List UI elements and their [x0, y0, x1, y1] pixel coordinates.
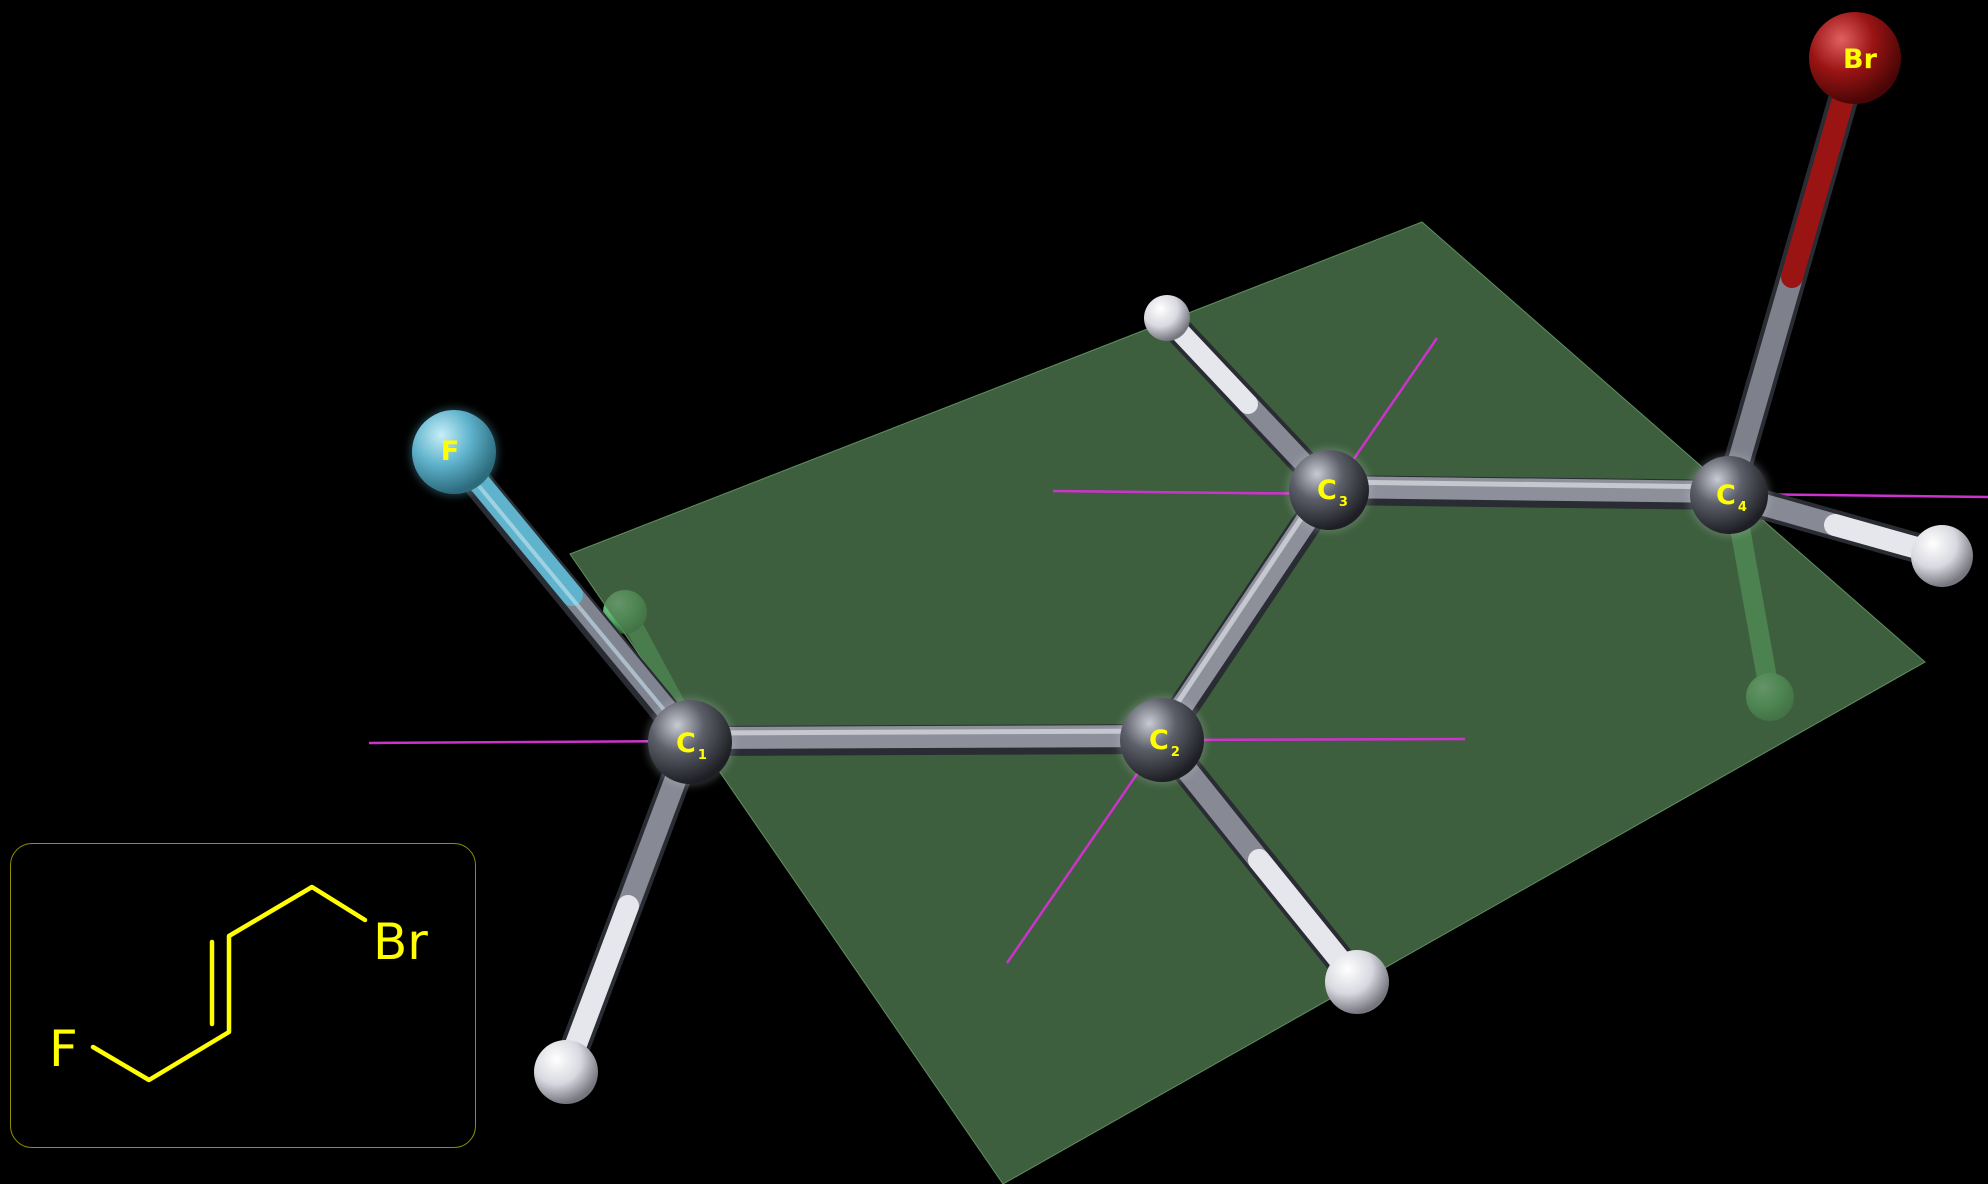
skeletal-formula: F Br [49, 884, 428, 1083]
hydrogen-atom-c4 [1911, 525, 1973, 587]
bromine-atom: Br [1809, 12, 1901, 104]
bromine-label: Br [1843, 44, 1878, 75]
c1-element: C [676, 728, 696, 759]
hydrogen-atom-c2 [1325, 950, 1389, 1014]
c3-index: 3 [1339, 495, 1348, 510]
svg-text:C1: C1 [676, 728, 707, 763]
hydrogen-atom-c3 [1144, 295, 1190, 341]
svg-text:C3: C3 [1317, 475, 1348, 510]
c4-index: 4 [1738, 500, 1747, 515]
c3-element: C [1317, 475, 1337, 506]
c4-element: C [1716, 480, 1736, 511]
skeletal-formula-panel: F Br [10, 843, 476, 1148]
hydrogen-atom-c1 [534, 1040, 598, 1104]
skeletal-fluorine-label: F [49, 1020, 78, 1078]
svg-text:C2: C2 [1149, 725, 1180, 760]
hydrogen-atoms [534, 295, 1973, 1104]
c2-index: 2 [1171, 745, 1180, 760]
fluorine-atom: F [410, 408, 498, 496]
molecular-plane [569, 221, 1926, 1184]
svg-text:C4: C4 [1716, 480, 1747, 515]
fluorine-label: F [441, 436, 459, 467]
c2-element: C [1149, 725, 1169, 756]
skeletal-bromine-label: Br [373, 913, 428, 971]
c1-index: 1 [698, 748, 707, 763]
